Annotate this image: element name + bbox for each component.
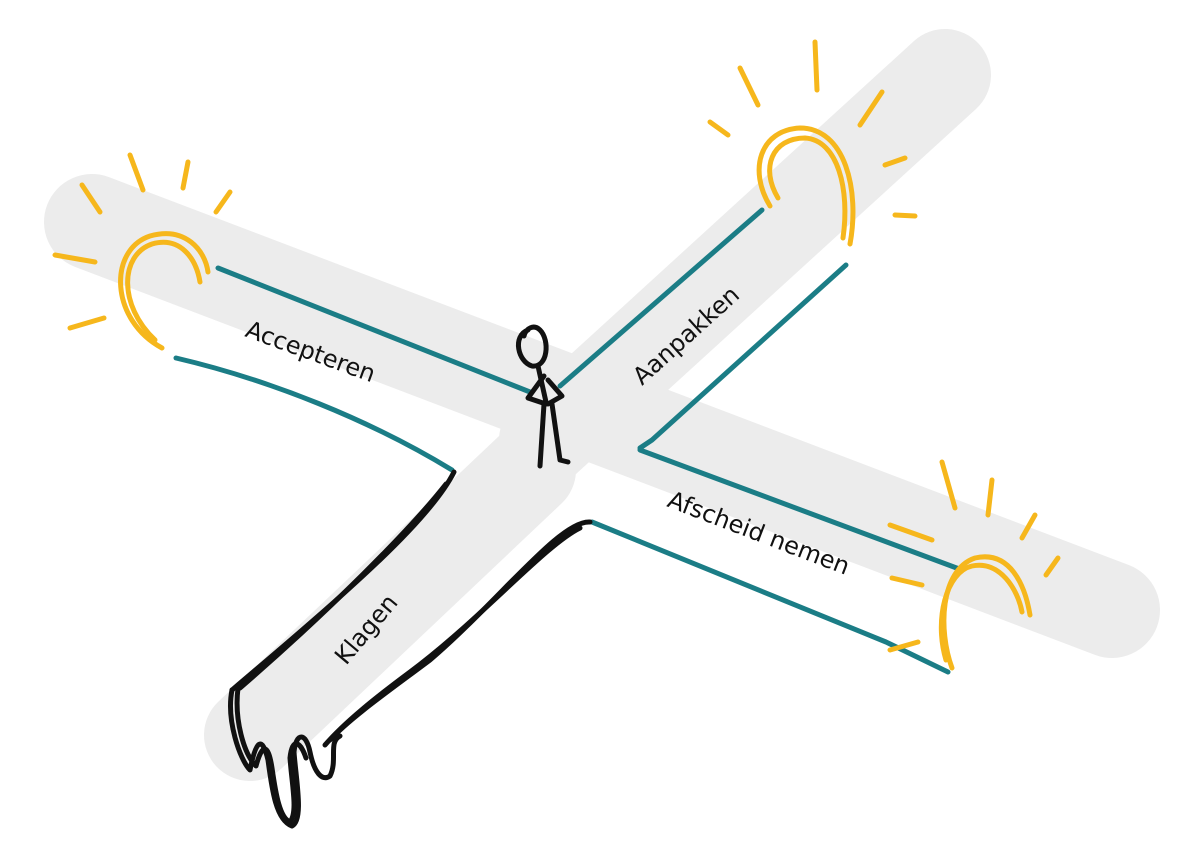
glow-arc-accept-2 (125, 239, 203, 343)
edge-farewell-bottom (589, 519, 951, 675)
glow-ray (887, 639, 921, 653)
figure-leg-right (549, 401, 571, 465)
glow-ray (857, 89, 885, 128)
glow-ray (1043, 555, 1061, 578)
figure-head (516, 324, 549, 369)
glow-ray (79, 182, 103, 215)
glow-ray (52, 252, 98, 265)
edge-farewell-top (637, 447, 965, 573)
complain-drip (228, 469, 593, 829)
glow-arc-accept (118, 231, 211, 351)
glow-ray (180, 159, 191, 191)
edge-accept-top (215, 265, 533, 395)
figure-leg-left (537, 401, 547, 469)
glow-arc-tackle-2 (767, 135, 848, 241)
glow-ray (707, 119, 731, 138)
drip-edge-right-2 (322, 525, 583, 748)
glow-arc-farewell-2 (938, 562, 1025, 663)
road-complain (204, 424, 576, 781)
glow-ray (889, 575, 925, 588)
glow-ray (985, 477, 995, 518)
drip-bottom-2 (234, 685, 309, 825)
glow-ray (67, 315, 107, 331)
glow-ray (887, 522, 935, 543)
glow-ray (127, 152, 146, 193)
glow-ray (812, 39, 820, 93)
glow-ray (892, 212, 918, 219)
figure-arm-right (545, 377, 565, 407)
glow-ray (213, 189, 233, 215)
glow-ray (882, 155, 908, 168)
road-tackle (499, 29, 991, 486)
roads (44, 29, 1160, 781)
edge-tackle-right (637, 262, 849, 451)
figure-arm-left (525, 373, 549, 407)
glow-arc-farewell (941, 554, 1033, 671)
stick-figure (516, 324, 571, 469)
glow-ray (1019, 512, 1038, 541)
glow-arc-tackle (756, 125, 856, 247)
road-edges (173, 207, 965, 675)
glow-farewell (887, 459, 1061, 671)
glow-ray (737, 65, 761, 108)
drip-edge-left-2 (237, 481, 449, 691)
edge-tackle-left (557, 207, 765, 389)
glow-accept (52, 152, 233, 351)
glow-tackle (707, 39, 918, 247)
edge-accept-bottom (173, 355, 455, 473)
figure-body (535, 363, 549, 405)
drip-bottom (228, 687, 343, 829)
glow-ray (939, 459, 958, 511)
